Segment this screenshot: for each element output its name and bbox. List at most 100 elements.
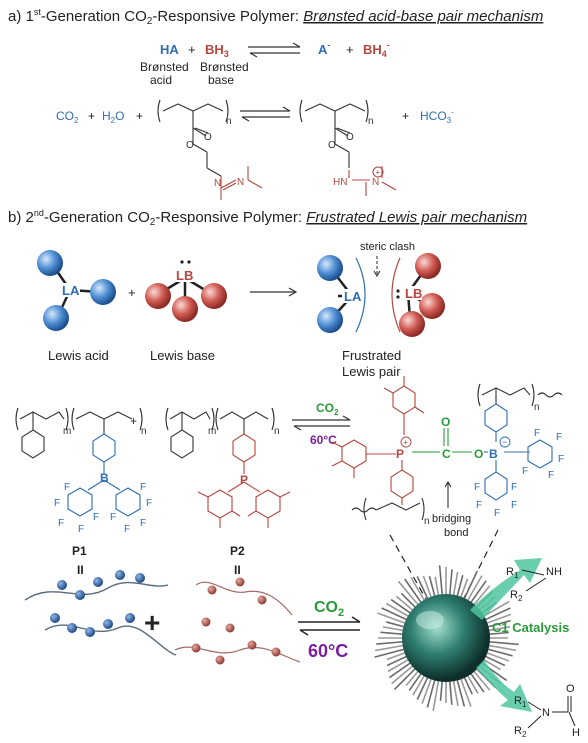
p1-borane: [67, 433, 141, 517]
co2-arrow-label: CO2: [316, 401, 339, 417]
steric-clash-label: steric clash: [360, 241, 415, 253]
h2o-label: H2O: [102, 109, 124, 125]
plus-sign: +: [188, 42, 196, 57]
bridging-arrow: [444, 481, 452, 508]
svg-text:F: F: [124, 524, 130, 535]
p1-structure: [15, 407, 143, 459]
svg-text:F: F: [474, 482, 480, 493]
svg-text:n: n: [141, 426, 147, 437]
amidinium-group: [348, 166, 397, 196]
svg-text:LB: LB: [176, 268, 193, 283]
svg-text:F: F: [78, 524, 84, 535]
p1-chains: [24, 570, 177, 656]
amidine-polymer: [157, 99, 229, 177]
plus-sign: +: [88, 109, 95, 123]
frustrated-lewis-pair: steric clash LA LB: [317, 241, 445, 337]
svg-text:+: +: [403, 438, 408, 447]
p2-phosphine: [197, 433, 291, 528]
amidine-group: [220, 166, 263, 200]
svg-text:F: F: [558, 454, 564, 465]
section-b-title: b) 2nd-Generation CO2-Responsive Polymer…: [8, 208, 527, 228]
svg-text:F: F: [140, 482, 146, 493]
heat-arrow-label: 60°C: [310, 433, 337, 447]
svg-text:LB: LB: [405, 286, 422, 301]
carbon-atom: C: [442, 447, 451, 461]
svg-text:HN: HN: [333, 177, 347, 188]
svg-text:n: n: [274, 426, 280, 437]
fluorine-atoms: F F F F F F F F F F: [54, 482, 152, 535]
p1-label: P1: [72, 544, 87, 558]
svg-text:N: N: [237, 177, 244, 188]
reaction-arrow: [250, 287, 298, 297]
bh4-label: BH4-: [363, 40, 390, 59]
svg-text:N: N: [542, 707, 550, 719]
co2-big-label: CO2: [314, 599, 344, 619]
big-reversible-arrow: [298, 616, 361, 636]
svg-text:F: F: [511, 482, 517, 493]
protonated-polymer: [299, 99, 369, 168]
svg-text:F: F: [54, 498, 60, 509]
svg-text:F: F: [58, 518, 64, 529]
svg-text:F: F: [110, 512, 116, 523]
p2-chains: [174, 577, 301, 665]
svg-text:N: N: [372, 177, 379, 188]
svg-text:m: m: [208, 426, 216, 437]
boron-atom: B: [100, 471, 109, 485]
svg-text:O: O: [204, 132, 212, 143]
phosphonium-atom: P: [396, 447, 404, 461]
svg-text:F: F: [64, 482, 70, 493]
svg-text:F: F: [556, 432, 562, 443]
svg-text:LA: LA: [344, 289, 362, 304]
lewis-base-label: Lewis base: [150, 348, 215, 363]
svg-text:−: −: [502, 437, 507, 447]
lewis-acid-molecule: LA: [37, 250, 116, 331]
equivalence-mark: II: [77, 563, 84, 577]
svg-text:m: m: [63, 426, 71, 437]
ha-label: HA: [160, 42, 179, 57]
catalysis-flow: [470, 558, 542, 712]
plus-sign: +: [144, 607, 160, 638]
p2-structure: [165, 407, 275, 459]
svg-text:R2: R2: [510, 589, 523, 603]
bh3-label: BH3: [205, 42, 229, 59]
fluorine-atoms: F F F F F F F F F F: [474, 428, 564, 519]
oxygen-atom: O: [441, 415, 450, 429]
svg-text:F: F: [93, 512, 99, 523]
svg-text:+: +: [376, 168, 381, 177]
hco3-label: HCO3-: [420, 108, 454, 125]
section-a-title: a) 1st-Generation CO2-Responsive Polymer…: [8, 7, 543, 27]
a-minus-label: A-: [318, 40, 330, 57]
svg-text:O: O: [328, 140, 336, 151]
plus-sign: +: [346, 42, 354, 57]
equivalence-mark: II: [234, 563, 241, 577]
lewis-base-molecule: LB: [145, 260, 227, 322]
c1-catalysis-label: C1 Catalysis: [492, 620, 569, 635]
heat-big-label: 60°C: [308, 641, 348, 661]
svg-text:F: F: [548, 470, 554, 481]
oxygen-atom: O: [474, 447, 483, 461]
formamide-structure: R1 N R2 O H: [514, 683, 580, 739]
repeat-n: n: [368, 116, 374, 127]
svg-text:F: F: [534, 428, 540, 439]
svg-text:LA: LA: [62, 283, 80, 298]
co2-label: CO2: [56, 109, 79, 125]
svg-text:O: O: [186, 140, 194, 151]
borate-atom: B: [489, 447, 498, 461]
plus-sign: +: [136, 109, 143, 123]
svg-text:N: N: [214, 178, 221, 189]
plus-sign: +: [130, 414, 137, 428]
svg-text:H: H: [572, 727, 580, 739]
svg-text:F: F: [476, 500, 482, 511]
p2-label: P2: [230, 544, 245, 558]
svg-text:F: F: [146, 498, 152, 509]
svg-text:F: F: [511, 500, 517, 511]
svg-text:O: O: [566, 683, 575, 695]
svg-text:NH: NH: [546, 566, 562, 578]
svg-text:F: F: [522, 466, 528, 477]
equilibrium-arrow: [240, 106, 291, 122]
